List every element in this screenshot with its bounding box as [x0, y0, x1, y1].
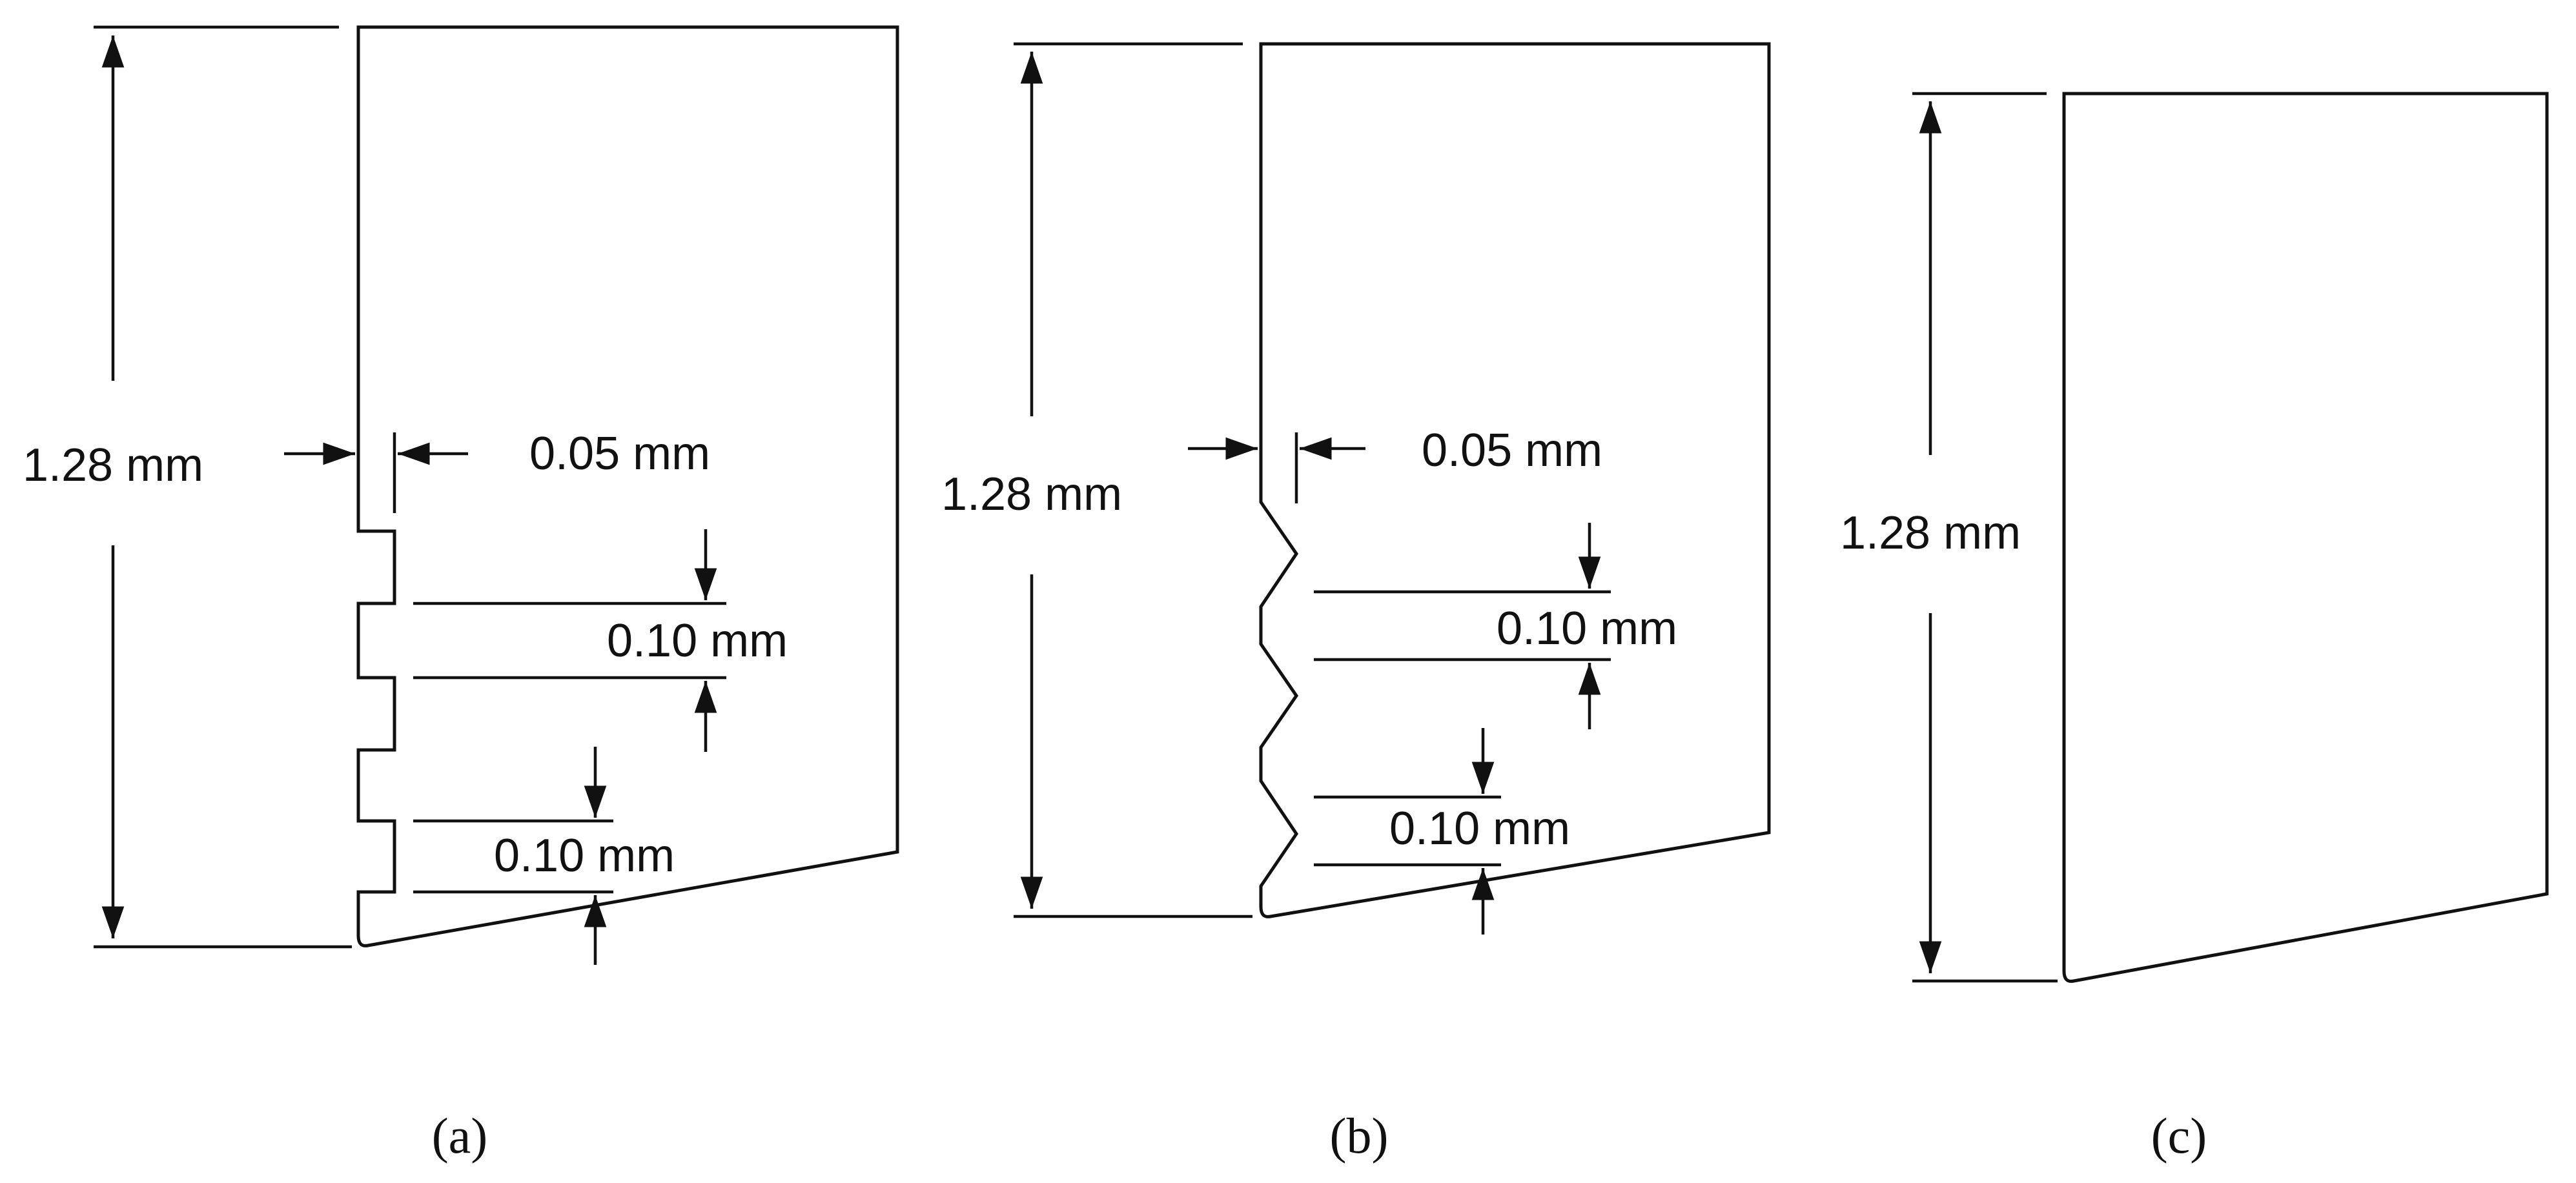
groove-label-a-2: 0.10 mm	[494, 830, 675, 882]
caption-a: (a)	[432, 1107, 488, 1164]
blade-outline-b	[1259, 42, 1771, 918]
groove-label-a-1: 0.10 mm	[607, 615, 788, 667]
caption-c: (c)	[2151, 1107, 2207, 1164]
depth-dimension-b: 0.05 mm	[1188, 425, 1602, 503]
height-label-c: 1.28 mm	[1840, 507, 2021, 559]
groove-dimension-b-1: 0.10 mm	[1314, 523, 1677, 729]
groove-dimension-b-2: 0.10 mm	[1314, 728, 1570, 935]
panel-a: 1.28 mm 0.05 mm 0.10 mm 0.10 mm (a)	[23, 25, 899, 1164]
height-dimension-c: 1.28 mm	[1840, 92, 2058, 983]
depth-label-a: 0.05 mm	[529, 428, 710, 480]
groove-dimension-a-1: 0.10 mm	[413, 529, 788, 752]
groove-label-b-1: 0.10 mm	[1497, 603, 1677, 654]
groove-label-b-2: 0.10 mm	[1389, 803, 1570, 854]
depth-dimension-a: 0.05 mm	[284, 428, 710, 513]
caption-b: (b)	[1330, 1107, 1389, 1164]
blade-outline-c	[2062, 92, 2549, 983]
height-label-b: 1.28 mm	[941, 469, 1122, 520]
panel-c: 1.28 mm (c)	[1840, 92, 2549, 1164]
groove-dimension-a-2: 0.10 mm	[413, 747, 675, 965]
panel-b: 1.28 mm 0.05 mm 0.10 mm 0.10 mm (b)	[941, 42, 1771, 1164]
height-dimension-a: 1.28 mm	[23, 25, 352, 949]
blade-outline-a	[356, 25, 899, 947]
depth-label-b: 0.05 mm	[1422, 425, 1602, 476]
height-label-a: 1.28 mm	[23, 440, 203, 491]
height-dimension-b: 1.28 mm	[941, 42, 1252, 918]
